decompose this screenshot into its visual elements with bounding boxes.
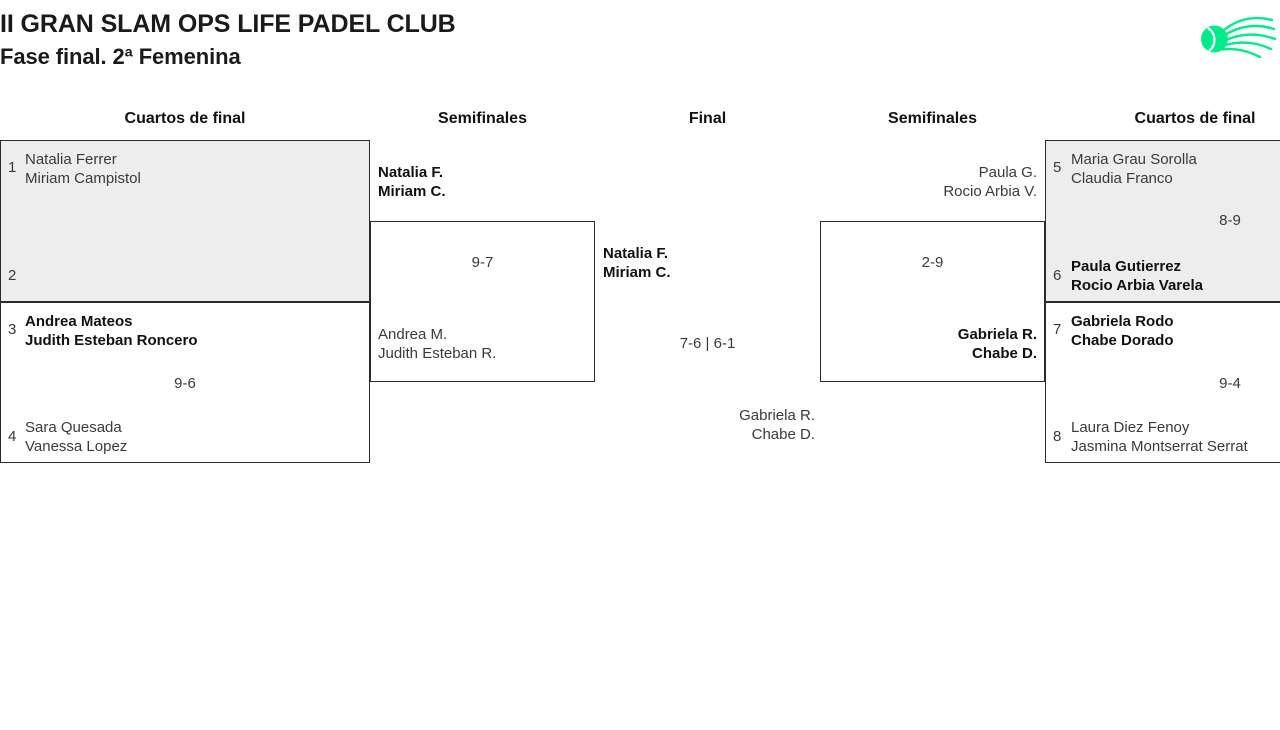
team-qf-right-1-top: Maria Grau Sorolla Claudia Franco: [1071, 150, 1197, 188]
player-line: Chabe D.: [751, 426, 815, 443]
player-line: Miriam C.: [603, 264, 671, 281]
team-sf-right-top: Paula G. Rocio Arbia V.: [820, 163, 1037, 201]
player-line: Natalia F.: [603, 245, 669, 262]
player-line: Maria Grau Sorolla: [1071, 151, 1197, 168]
player-line: Gabriela R.: [957, 326, 1037, 343]
score-qf-right-2: 9-4: [1219, 375, 1241, 392]
player-line: Sara Quesada: [25, 419, 122, 436]
player-line: Paula Gutierrez: [1071, 258, 1182, 275]
player-line: Andrea M.: [378, 326, 448, 343]
team-final-bottom: Gabriela R. Chabe D.: [595, 406, 815, 444]
player-line: Jasmina Montserrat Serrat: [1071, 438, 1248, 455]
player-line: Judith Esteban Roncero: [25, 332, 198, 349]
player-line: Miriam Campistol: [25, 170, 141, 187]
match-box-qf-left-2[interactable]: [0, 302, 370, 463]
round-header-semifinales-right: Semifinales: [888, 110, 977, 127]
team-qf-right-2-top: Gabriela Rodo Chabe Dorado: [1071, 312, 1174, 350]
tournament-title: II GRAN SLAM OPS LIFE PADEL CLUB: [0, 10, 456, 38]
player-line: Paula G.: [978, 164, 1037, 181]
score-sf-left: 9-7: [471, 254, 494, 271]
team-sf-left-bottom: Andrea M. Judith Esteban R.: [378, 325, 496, 363]
match-box-qf-right-2[interactable]: [1045, 302, 1280, 463]
player-line: Chabe Dorado: [1071, 332, 1174, 349]
team-sf-left-top: Natalia F. Miriam C.: [378, 163, 446, 201]
tournament-subtitle: Fase final. 2ª Femenina: [0, 44, 241, 69]
page-header: II GRAN SLAM OPS LIFE PADEL CLUB Fase fi…: [0, 0, 1280, 100]
score-qf-right-1: 8-9: [1219, 212, 1241, 229]
player-line: Miriam C.: [378, 183, 446, 200]
score-sf-right: 2-9: [921, 254, 944, 271]
player-line: Vanessa Lopez: [25, 438, 128, 455]
player-line: Natalia Ferrer: [25, 151, 117, 168]
team-qf-right-1-bottom: Paula Gutierrez Rocio Arbia Varela: [1071, 257, 1203, 295]
team-qf-left-2-top: Andrea Mateos Judith Esteban Roncero: [25, 312, 198, 350]
player-line: Gabriela R.: [739, 407, 815, 424]
player-line: Rocio Arbia Varela: [1071, 277, 1203, 294]
player-line: Claudia Franco: [1071, 170, 1173, 187]
padel-ball-swoosh-logo-icon: [1194, 8, 1280, 64]
score-final: 7-6 | 6-1: [679, 335, 736, 352]
player-line: Judith Esteban R.: [378, 345, 497, 362]
match-box-qf-left-1[interactable]: [0, 140, 370, 302]
match-box-sf-left[interactable]: [370, 221, 595, 382]
round-header-cuartos-left: Cuartos de final: [124, 110, 246, 127]
score-qf-left-2: 9-6: [174, 375, 196, 392]
team-qf-left-2-bottom: Sara Quesada Vanessa Lopez: [25, 418, 127, 456]
player-line: Chabe D.: [971, 345, 1037, 362]
player-line: Laura Diez Fenoy: [1071, 419, 1190, 436]
seed-number-3: 3: [8, 321, 17, 338]
team-sf-right-bottom: Gabriela R. Chabe D.: [820, 325, 1037, 363]
match-box-qf-right-1[interactable]: [1045, 140, 1280, 302]
title-block: II GRAN SLAM OPS LIFE PADEL CLUB Fase fi…: [0, 8, 900, 72]
round-header-final: Final: [688, 110, 727, 127]
round-header-cuartos-right: Cuartos de final: [1134, 110, 1256, 127]
seed-number-1: 1: [8, 159, 17, 176]
seed-number-5: 5: [1053, 159, 1062, 176]
seed-number-7: 7: [1053, 321, 1062, 338]
seed-number-8: 8: [1053, 428, 1062, 445]
player-line: Rocio Arbia V.: [943, 183, 1037, 200]
seed-number-6: 6: [1053, 267, 1062, 284]
seed-number-2: 2: [8, 267, 17, 284]
team-qf-left-1-top: Natalia Ferrer Miriam Campistol: [25, 150, 141, 188]
team-qf-right-2-bottom: Laura Diez Fenoy Jasmina Montserrat Serr…: [1071, 418, 1248, 456]
match-box-sf-right[interactable]: [820, 221, 1045, 382]
team-final-top: Natalia F. Miriam C.: [603, 244, 671, 282]
round-header-semifinales-left: Semifinales: [438, 110, 527, 127]
seed-number-4: 4: [8, 428, 17, 445]
player-line: Andrea Mateos: [25, 313, 133, 330]
player-line: Natalia F.: [378, 164, 444, 181]
player-line: Gabriela Rodo: [1071, 313, 1174, 330]
